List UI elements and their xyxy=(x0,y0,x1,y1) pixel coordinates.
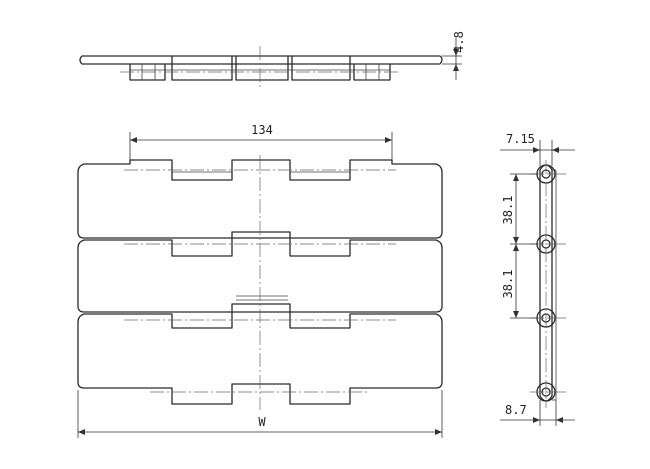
side-offset-bottom-label: 8.7 xyxy=(505,403,527,417)
top-side-view xyxy=(79,46,443,90)
pitch-width-label: 134 xyxy=(251,123,273,137)
plan-view xyxy=(77,155,443,410)
pitch-1-label: 38.1 xyxy=(501,196,515,225)
thickness-dimension: 4.8 xyxy=(442,31,466,80)
side-view xyxy=(530,160,566,408)
pitch-2-label: 38.1 xyxy=(501,270,515,299)
pitch-width-dimension: 134 xyxy=(129,123,393,160)
thickness-label: 4.8 xyxy=(452,31,466,53)
pitch-dimensions: 38.1 38.1 xyxy=(501,173,538,319)
side-offset-top-label: 7.15 xyxy=(506,132,535,146)
total-width-label: W xyxy=(258,415,266,429)
side-offset-bottom-dimension: 8.7 xyxy=(500,400,575,426)
total-width-dimension: W xyxy=(77,390,443,438)
side-offset-top-dimension: 7.15 xyxy=(500,132,575,166)
